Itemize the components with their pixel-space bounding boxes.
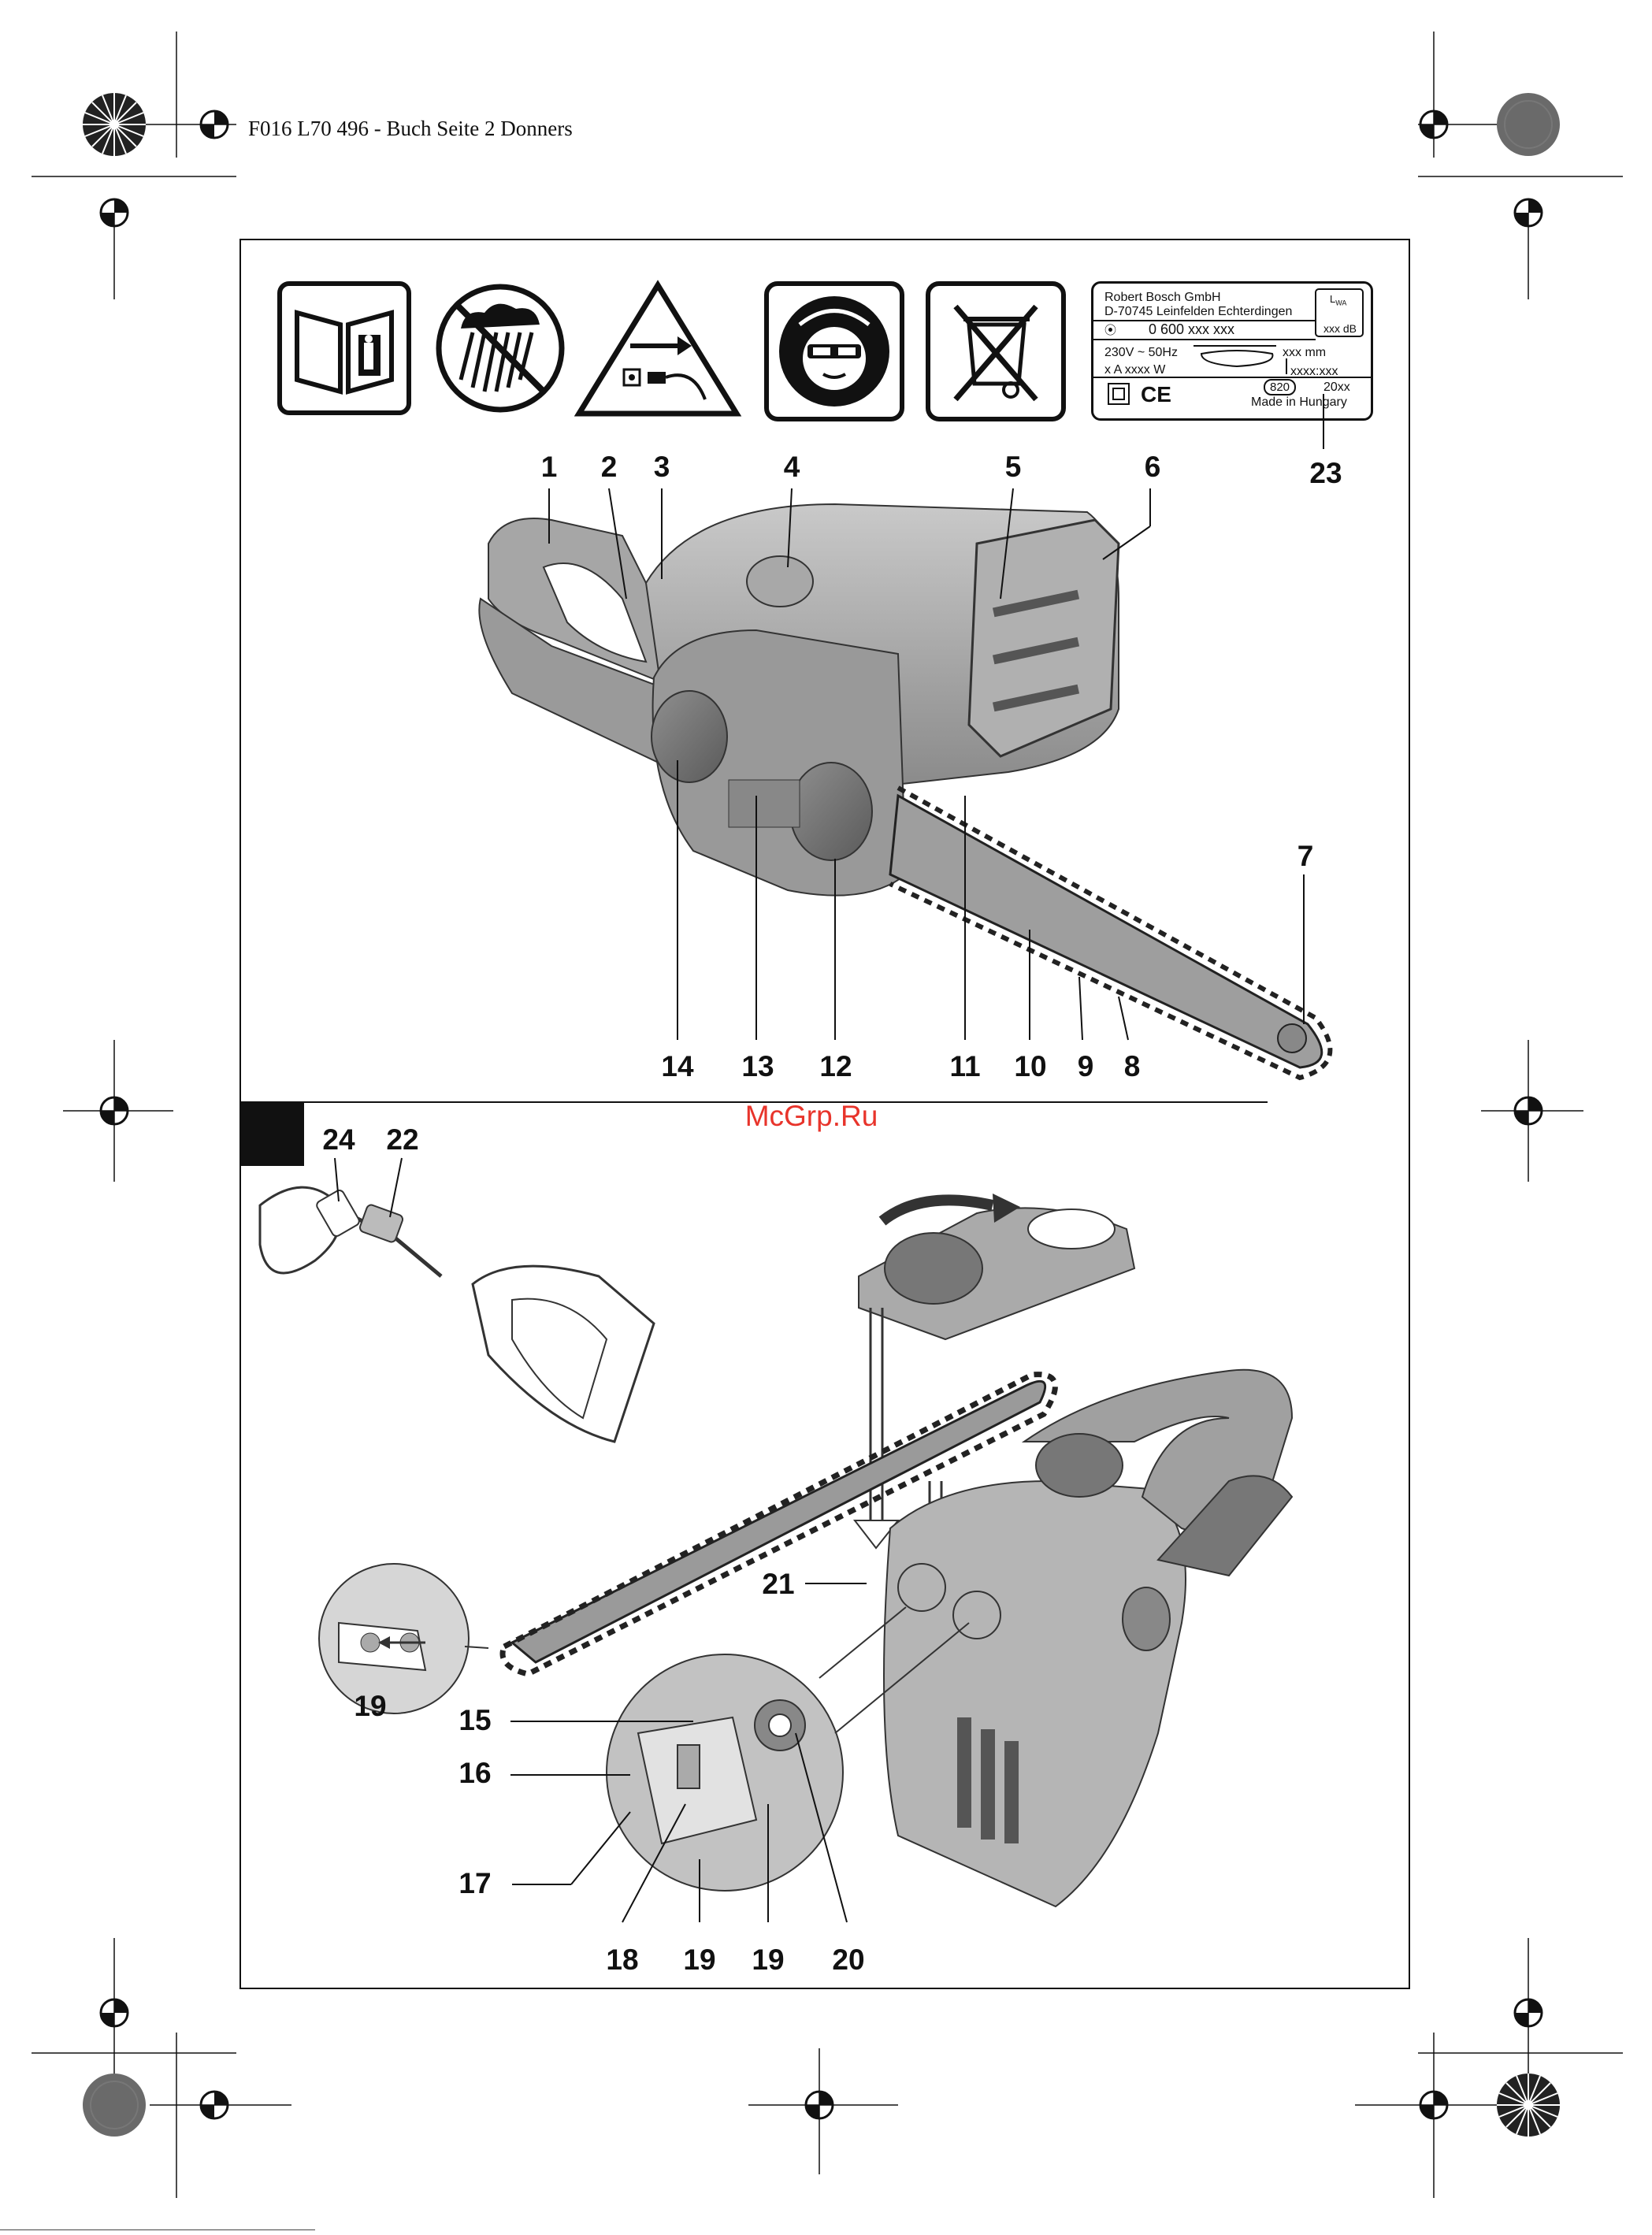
callout-19-b: 19 [752, 1944, 784, 1977]
callout-17: 17 [458, 1867, 491, 1900]
callout-24: 24 [322, 1123, 355, 1156]
callout-21: 21 [762, 1568, 794, 1601]
callout-19-detail: 19 [354, 1690, 386, 1723]
callout-16: 16 [458, 1757, 491, 1790]
footer-rule [0, 2229, 315, 2230]
callout-22: 22 [386, 1123, 418, 1156]
callout-19-a: 19 [683, 1944, 715, 1977]
callout-18: 18 [606, 1944, 638, 1977]
callout-15: 15 [458, 1704, 491, 1737]
callout-20: 20 [832, 1944, 864, 1977]
